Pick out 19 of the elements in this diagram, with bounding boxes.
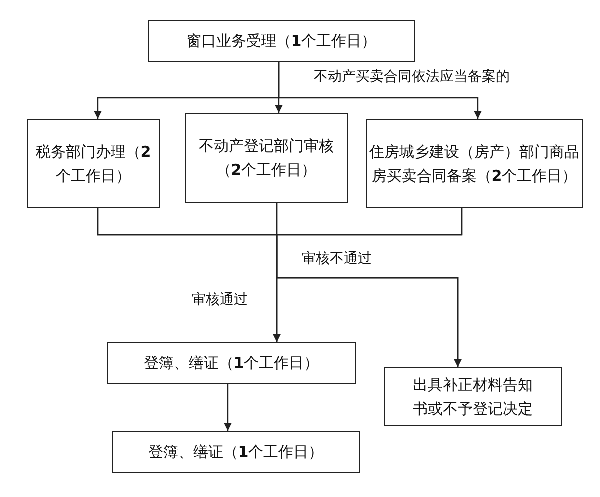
- box-text: 登簿、缮证（1个工作日）: [142, 353, 320, 374]
- process-box: [384, 367, 562, 426]
- process-box: [27, 119, 160, 208]
- box-text: 登簿、缮证（1个工作日）: [147, 442, 325, 463]
- process-box: [107, 342, 356, 384]
- process-box: [366, 119, 583, 208]
- edge-label: 不动产买卖合同依法应当备案的: [312, 68, 512, 86]
- process-box: [148, 20, 415, 62]
- box-text: 住房城乡建设（房产）部门商品房买卖合同备案（2个工作日）: [370, 142, 580, 186]
- process-box: [185, 113, 348, 203]
- box-text: 窗口业务受理（1个工作日）: [185, 31, 378, 52]
- box-text: 不动产登记部门审核（2个工作日）: [198, 136, 335, 181]
- box-text: 税务部门办理（2个工作日）: [34, 142, 152, 186]
- box-text: 出具补正材料告知书或不予登记决定: [412, 374, 534, 420]
- process-box: [112, 431, 360, 473]
- arrow: [278, 62, 482, 119]
- arrow: [224, 384, 232, 431]
- edge-label: 审核通过: [190, 291, 250, 309]
- edge-label: 审核不通过: [300, 250, 374, 268]
